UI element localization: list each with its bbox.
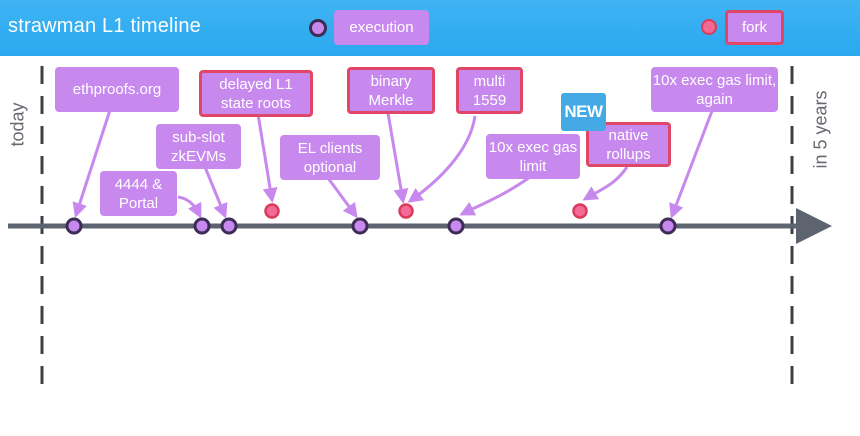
fork-legend-dot — [701, 19, 717, 35]
ethproofs-dot — [65, 217, 83, 235]
gas10x-connector — [459, 175, 531, 216]
in-5-years-label: in 5 years — [810, 90, 831, 169]
gas10x-again-dot — [659, 217, 677, 235]
milestone-multi1559: multi 1559 — [456, 67, 523, 114]
portal-dot — [193, 217, 211, 235]
gas10x-dot — [447, 217, 465, 235]
gas10x-again-connector — [669, 110, 714, 219]
milestone-el-clients: EL clients optional — [280, 135, 380, 180]
ethproofs-connector — [72, 109, 112, 218]
rollups-dot — [572, 203, 588, 219]
zkevms-dot — [220, 217, 238, 235]
state-roots-connector — [256, 113, 278, 203]
multi1559-connector — [407, 115, 477, 203]
milestone-merkle: binary Merkle — [347, 67, 435, 114]
el-clients-connector — [326, 177, 358, 219]
zkevms-connector — [203, 166, 228, 219]
milestone-gas10x: 10x exec gas limit — [486, 134, 580, 179]
milestone-gas10x-again: 10x exec gas limit, again — [651, 67, 778, 112]
page-title: strawman L1 timeline — [8, 15, 201, 37]
el-clients-dot — [351, 217, 369, 235]
today-label: today — [7, 102, 28, 147]
new-badge: NEW — [561, 93, 606, 131]
merkle-dot — [398, 203, 414, 219]
execution-legend-dot — [309, 19, 327, 37]
timeline-arrowhead — [796, 208, 832, 244]
portal-connector — [177, 195, 202, 219]
milestone-state-roots: delayed L1 state roots — [199, 70, 313, 117]
milestone-zkevms: sub-slot zkEVMs — [156, 124, 241, 169]
rollups-connector — [582, 166, 629, 201]
milestone-ethproofs: ethproofs.org — [55, 67, 179, 112]
state-roots-dot — [264, 203, 280, 219]
execution-legend-label: execution — [334, 10, 429, 45]
milestone-portal: 4444 & Portal — [100, 171, 177, 216]
header-bar: strawman L1 timeline execution fork — [0, 0, 860, 56]
merkle-connector — [386, 112, 409, 204]
fork-legend-label: fork — [725, 10, 784, 45]
